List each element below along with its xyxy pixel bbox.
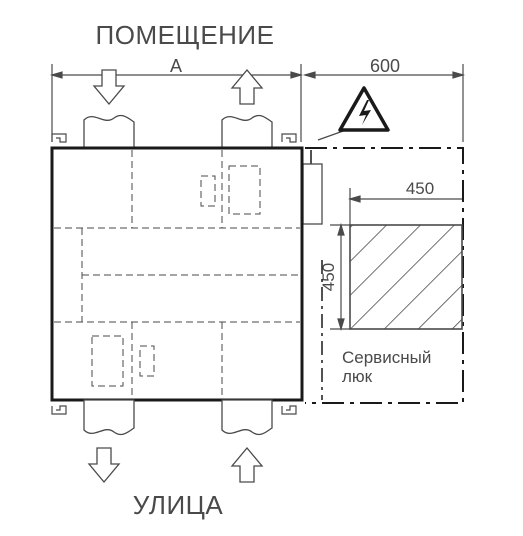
unit-body [50, 146, 304, 402]
arrow-up-outline-icon [230, 68, 264, 105]
service-hatch-label-line2: люк [342, 367, 373, 386]
room-label: ПОМЕЩЕНИЕ [96, 20, 275, 50]
dimension-450-horizontal [347, 188, 462, 225]
top-duct-left [83, 114, 135, 149]
high-voltage-warning-icon [338, 86, 390, 132]
service-hatch-label-line1: Сервисный [342, 348, 431, 367]
arrow-up-outline-icon [230, 446, 264, 483]
bottom-duct-right [221, 399, 273, 436]
mounting-brackets [51, 133, 297, 415]
bottom-duct-left [83, 399, 135, 436]
dimension-600-label: 600 [370, 56, 400, 76]
unit-internal-layout [54, 150, 300, 398]
dimension-450-horizontal-label: 450 [406, 179, 434, 198]
service-clearance-outline [305, 147, 464, 404]
arrow-down-outline-icon [87, 447, 121, 484]
service-hatch [349, 224, 463, 330]
dimension-450-vertical-label: 450 [319, 263, 338, 291]
dimension-600 [302, 64, 466, 142]
dimension-a-label: A [170, 56, 182, 76]
top-duct-right [221, 114, 273, 149]
arrow-down-outline-icon [92, 69, 126, 106]
street-label: УЛИЦА [133, 490, 224, 520]
dimension-a [49, 64, 304, 142]
dimension-450-vertical [330, 222, 350, 332]
electrical-box [302, 163, 323, 225]
